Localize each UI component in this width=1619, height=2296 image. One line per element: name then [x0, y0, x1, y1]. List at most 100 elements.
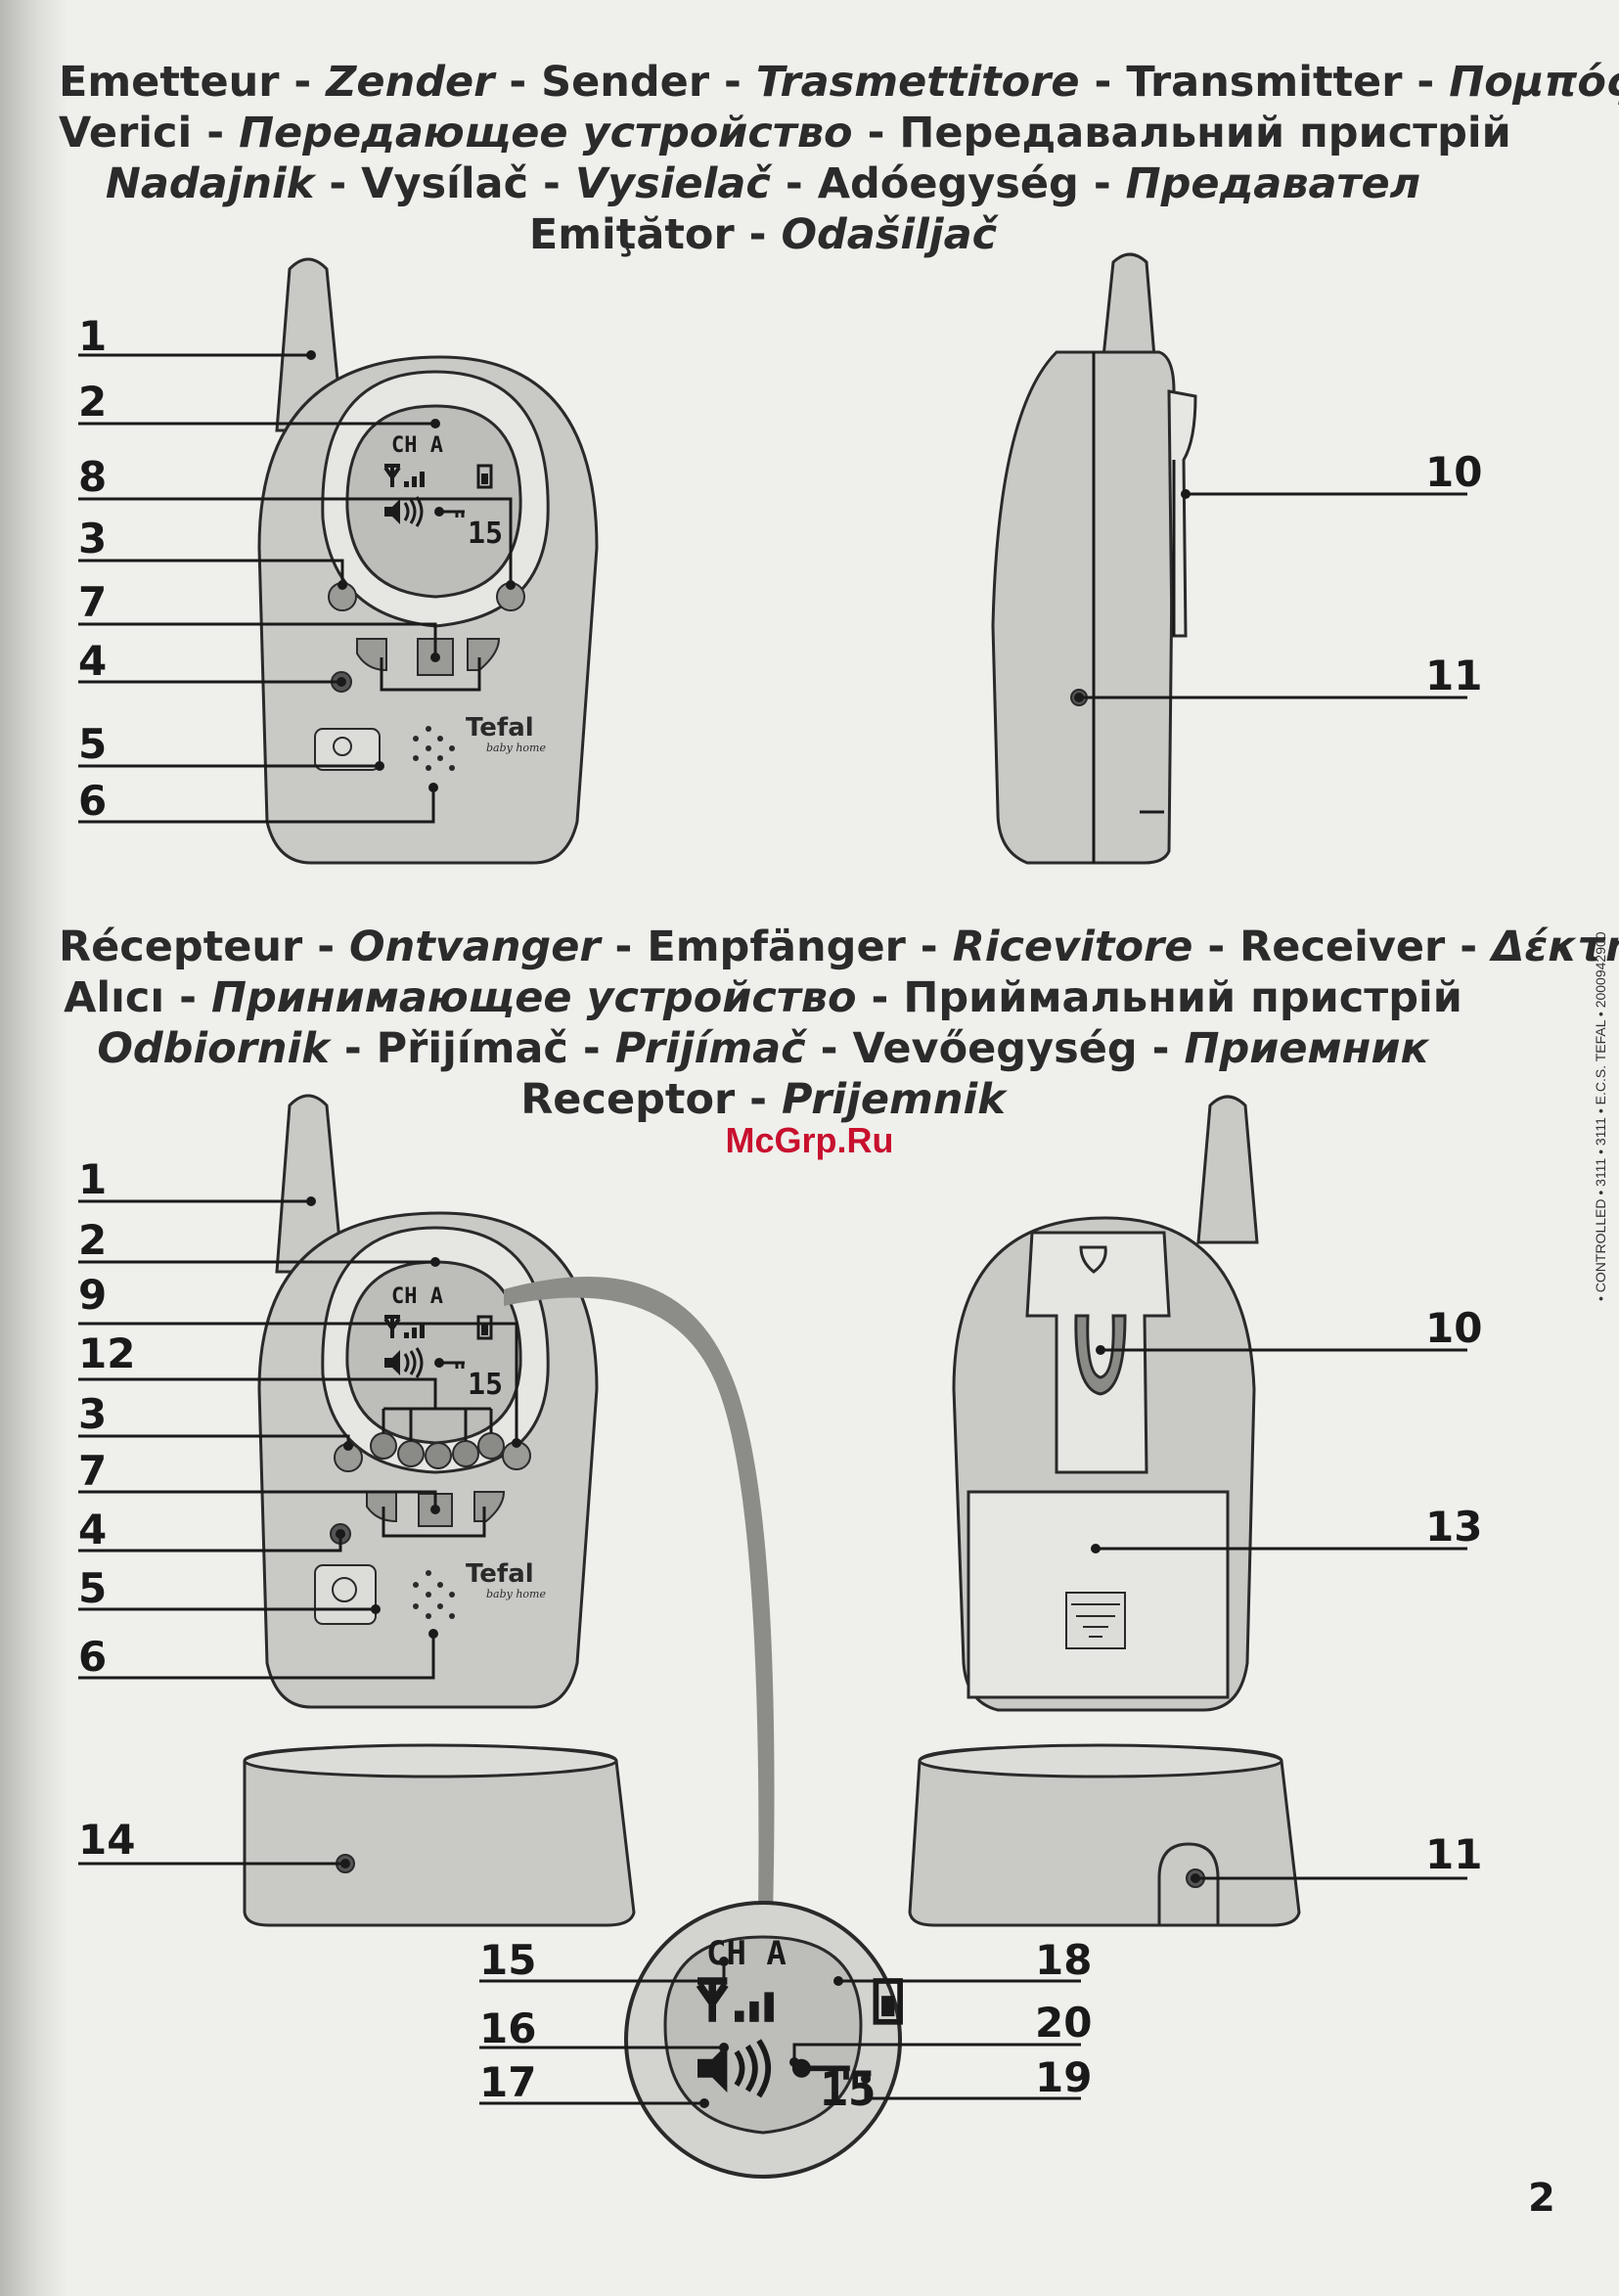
callout-16: 16: [479, 2004, 536, 2052]
transmitter-heading-term: Передавальний пристрій: [899, 109, 1511, 158]
callout-1: 1: [78, 1155, 107, 1203]
transmitter-heading-term: Vysielač: [574, 159, 771, 208]
transmitter-heading-term: Πομπός: [1449, 58, 1619, 107]
rx-volume-up-button[interactable]: [473, 1491, 506, 1522]
transmitter-front: CH A 15 Tefal baby home: [257, 257, 599, 865]
callout-9: 9: [78, 1271, 107, 1319]
transmitter-heading-term: Предавател: [1125, 159, 1421, 208]
receiver-heading-term: Receptor: [520, 1075, 736, 1124]
tx-lcd-number: 15: [468, 517, 503, 551]
transmitter-heading-term: Передающее устройство: [239, 109, 853, 158]
receiver-heading-term: Prijemnik: [782, 1075, 1006, 1124]
callout-19: 19: [1035, 2053, 1092, 2101]
receiver-heading-line: Odbiornik - Přijímač - Prijímač - Vevőeg…: [97, 1024, 1429, 1073]
watermark: McGrp.Ru: [725, 1120, 894, 1160]
transmitter-heading-term: Transmitter: [1126, 58, 1403, 107]
callout-15: 15: [479, 1936, 536, 1984]
page-number: 2: [1528, 2176, 1555, 2221]
transmitter-heading-line: Nadajnik - Vysílač - Vysielač - Adóegysé…: [105, 159, 1421, 208]
tx-front-callouts: 1 2 8 3 7 4 5 6: [78, 312, 516, 825]
transmitter-heading-line: Verici - Передающее устройство - Передав…: [59, 109, 1511, 158]
callout-8: 8: [78, 453, 107, 501]
callout-10: 10: [1425, 448, 1482, 496]
callout-5: 5: [78, 720, 107, 768]
receiver-heading-line: Receptor - Prijemnik: [520, 1075, 1006, 1124]
callout-10: 10: [1425, 1304, 1482, 1352]
zoom-lcd-channel: CH A: [706, 1934, 787, 1973]
transmitter-heading-term: Sender: [541, 58, 710, 107]
transmitter-heading-line: Emiţător - Odašiljač: [528, 210, 998, 259]
rx-front-callouts: 1 2 9 12 3 7 4 5 6: [78, 1155, 521, 1681]
callout-6: 6: [78, 777, 107, 825]
receiver-heading-term: Přijímač: [376, 1024, 568, 1073]
callout-11: 11: [1425, 1830, 1482, 1878]
zoom-lcd-number: 15: [820, 2062, 877, 2117]
callout-18: 18: [1035, 1936, 1092, 1984]
callout-13: 13: [1425, 1503, 1482, 1551]
transmitter-heading-term: Zender: [326, 58, 495, 107]
receiver-heading-term: Ricevitore: [952, 923, 1193, 971]
callout-6: 6: [78, 1633, 107, 1681]
page-binding-shadow: [0, 0, 68, 2296]
tx-volume-down-button[interactable]: [356, 638, 387, 672]
transmitter-heading-term: Vysílač: [361, 159, 529, 208]
callout-3: 3: [78, 515, 107, 563]
lcd-zoom: CH A 15: [624, 1901, 900, 2179]
transmitter-heading-term: Nadajnik: [105, 159, 315, 208]
receiver-heading-line: Alıcı - Принимающее устройство - Приймал…: [64, 973, 1462, 1022]
callout-4: 4: [78, 637, 107, 685]
callout-3: 3: [78, 1390, 107, 1438]
transmitter-heading: Emetteur - Zender - Sender - Trasmettito…: [59, 57, 1619, 260]
rx-lullaby-icon: [314, 1564, 377, 1625]
tx-side-callouts: 10 11: [1074, 448, 1482, 702]
tx-microphone-holes: [413, 726, 455, 771]
receiver-heading-term: Приемник: [1184, 1024, 1429, 1073]
callout-2: 2: [78, 378, 107, 426]
receiver-heading-term: Ontvanger: [349, 923, 601, 971]
transmitter-heading-term: Verici: [59, 109, 193, 158]
transmitter-heading-term: Emetteur: [59, 58, 280, 107]
transmitter-heading-term: Odašiljač: [781, 210, 998, 259]
callout-7: 7: [78, 578, 107, 626]
callout-20: 20: [1035, 1999, 1092, 2047]
callout-11: 11: [1425, 652, 1482, 699]
rx-brand-logo: Tefal: [466, 1559, 534, 1589]
tx-brand-logo: Tefal: [466, 713, 534, 743]
callout-5: 5: [78, 1564, 107, 1612]
receiver-heading-term: Vevőegység: [852, 1024, 1138, 1073]
receiver-heading-term: Δέκτης: [1492, 923, 1619, 971]
callout-14: 14: [78, 1816, 135, 1864]
rx-volume-down-button[interactable]: [366, 1491, 397, 1523]
receiver-heading-term: Prijímač: [614, 1024, 806, 1073]
charging-base-front: 14: [78, 1743, 636, 1927]
receiver-back: 10 13: [952, 1095, 1482, 1712]
receiver-heading-term: Odbiornik: [97, 1024, 330, 1073]
receiver-heading-term: Receiver: [1239, 923, 1446, 971]
charging-base-back: 11: [908, 1743, 1482, 1927]
tx-lcd-channel: CH A: [391, 433, 443, 458]
receiver-front: CH A 15 Tefal baby home: [257, 1094, 599, 1709]
transmitter-heading-term: Adóegység: [817, 159, 1079, 208]
receiver-heading-line: Récepteur - Ontvanger - Empfänger - Rice…: [59, 922, 1619, 972]
callout-4: 4: [78, 1506, 107, 1553]
callout-12: 12: [78, 1329, 135, 1377]
tx-brand-sub: baby home: [486, 742, 546, 754]
receiver-heading-term: Принимающее устройство: [210, 973, 857, 1022]
receiver-heading-term: Alıcı: [64, 973, 165, 1022]
rx-speaker-holes: [413, 1570, 455, 1619]
transmitter-heading-line: Emetteur - Zender - Sender - Trasmettito…: [59, 57, 1619, 108]
rx-lcd-channel: CH A: [391, 1284, 443, 1309]
receiver-heading-term: Récepteur: [59, 923, 303, 971]
receiver-heading-term: Empfänger: [647, 923, 906, 971]
callout-1: 1: [78, 312, 107, 360]
callout-7: 7: [78, 1447, 107, 1495]
lcd-zoom-callouts: 15 16 17 18 20 19: [479, 1936, 1092, 2108]
callout-17: 17: [479, 2058, 536, 2106]
transmitter-heading-term: Emiţător: [528, 210, 735, 259]
transmitter-side: [991, 252, 1197, 865]
callout-2: 2: [78, 1216, 107, 1264]
rx-lcd-number: 15: [468, 1368, 503, 1402]
receiver-heading: Récepteur - Ontvanger - Empfänger - Rice…: [59, 922, 1619, 1125]
transmitter-heading-term: Trasmettitore: [755, 58, 1080, 107]
